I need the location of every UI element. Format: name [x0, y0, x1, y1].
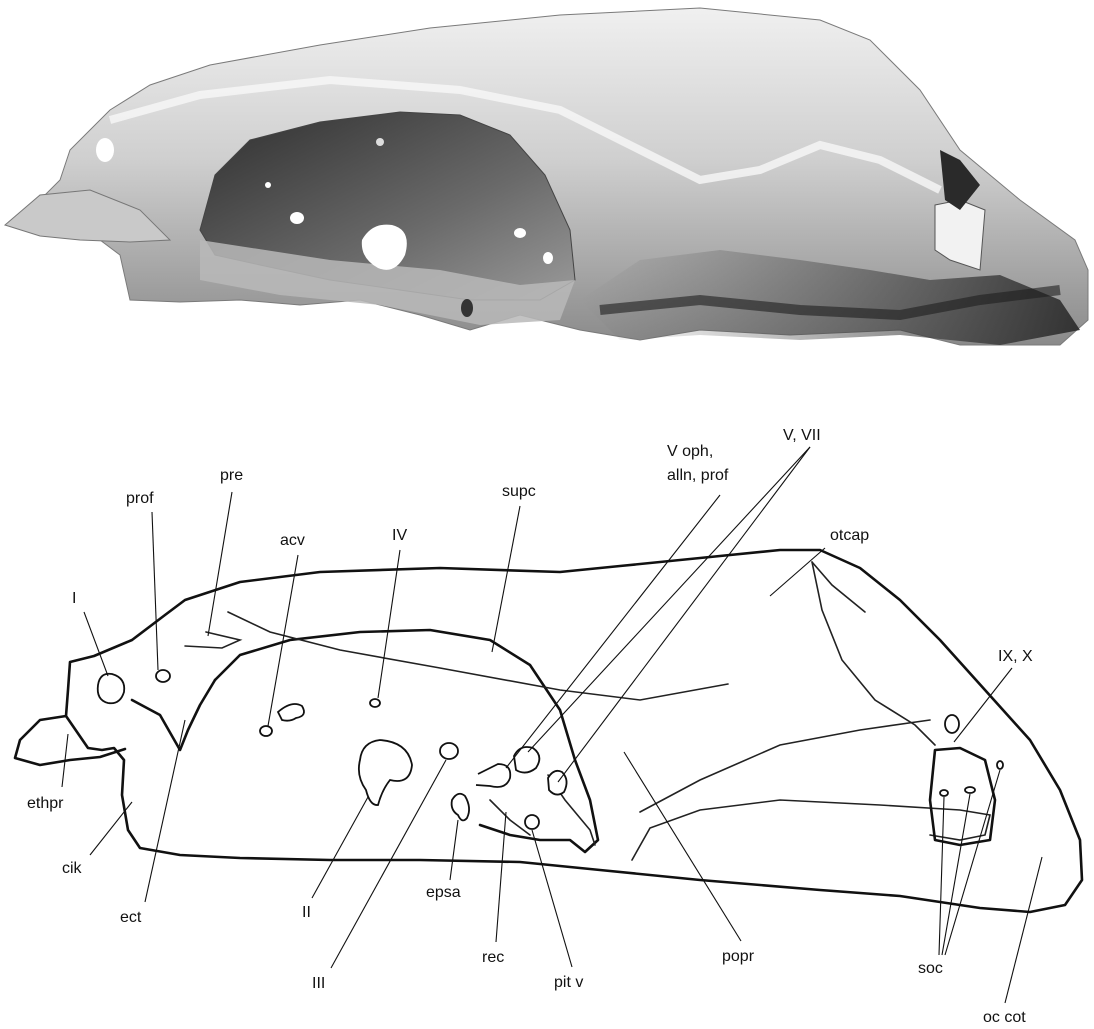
label-prof: prof — [126, 490, 154, 507]
line-preorbital — [185, 632, 240, 648]
foramen-prof — [156, 670, 170, 682]
outline-orbit — [215, 630, 598, 852]
leader-II — [312, 797, 368, 898]
foramen-IV — [370, 699, 380, 707]
foramen-soc-2 — [965, 787, 975, 793]
foramen-I — [98, 674, 125, 704]
leader-ect — [145, 720, 185, 902]
leader-v-vii-b — [558, 447, 810, 782]
line-otic-upper — [812, 562, 865, 612]
leader-otcap — [770, 548, 825, 596]
label-epsa: epsa — [426, 884, 461, 901]
leader-prof — [152, 512, 158, 670]
leader-ix-x — [954, 668, 1012, 742]
label-II: II — [302, 904, 311, 921]
leader-v-oph — [506, 495, 720, 768]
label-v-oph-line1: V oph, — [667, 443, 713, 460]
foramen-V-VII-upper — [514, 747, 539, 773]
leader-pre — [208, 492, 232, 636]
label-soc: soc — [918, 960, 943, 977]
label-ect: ect — [120, 909, 142, 926]
outline-ectethmoid — [132, 680, 215, 750]
render-foramen-small-5 — [461, 299, 473, 317]
foramen-acv — [260, 726, 272, 736]
leader-soc-2 — [942, 794, 970, 955]
label-v-oph-line2: alln, prof — [667, 467, 729, 484]
label-rec: rec — [482, 949, 504, 966]
label-oc-cot: oc cot — [983, 1009, 1026, 1026]
label-pit-v: pit v — [554, 974, 583, 991]
label-ix-x: IX, X — [998, 648, 1033, 665]
label-popr: popr — [722, 948, 755, 965]
label-I: I — [72, 590, 76, 607]
foramen-epsa — [452, 794, 469, 821]
label-ethpr: ethpr — [27, 795, 64, 812]
label-cik: cik — [62, 860, 83, 877]
foramen-IX-X — [945, 715, 959, 733]
render-foramen-small-6 — [543, 252, 553, 264]
line-otic-crest — [812, 562, 935, 745]
foramen-V-oph — [476, 764, 510, 787]
render-foramen-small-2 — [265, 182, 271, 188]
foramen-small-orbit — [278, 704, 304, 721]
leader-soc-1 — [939, 797, 944, 955]
render-foramen-anterior — [96, 138, 114, 162]
leader-v-vii-a — [528, 447, 810, 752]
render-foramen-small-3 — [376, 138, 384, 146]
skull-render — [5, 8, 1088, 345]
leader-III — [331, 760, 446, 968]
label-v-vii: V, VII — [783, 427, 821, 444]
label-otcap: otcap — [830, 527, 869, 544]
foramen-soc-1 — [940, 790, 948, 796]
line-postorbital-ridge — [640, 720, 930, 812]
leader-popr — [624, 752, 741, 941]
leader-pit-v — [532, 830, 572, 967]
label-IV: IV — [392, 527, 407, 544]
foramen-II — [359, 740, 412, 805]
label-III: III — [312, 975, 325, 992]
outline-skull — [66, 550, 1082, 912]
label-pre: pre — [220, 467, 243, 484]
label-supc: supc — [502, 483, 536, 500]
leader-oc-cot — [1005, 857, 1042, 1003]
render-foramen-small-1 — [290, 212, 304, 224]
foramen-soc-3 — [997, 761, 1003, 769]
render-foramen-small-4 — [514, 228, 526, 238]
skull-drawing: I prof pre acv IV supc V oph, alln, prof… — [15, 427, 1082, 1026]
leader-supc — [492, 506, 520, 652]
foramen-pit-v — [525, 815, 539, 829]
label-acv: acv — [280, 532, 305, 549]
leader-epsa — [450, 820, 458, 880]
leader-I — [84, 612, 108, 676]
outline-otic-notch — [930, 748, 995, 845]
leader-cik — [90, 802, 132, 855]
leader-IV — [378, 550, 400, 698]
leader-soc-3 — [945, 770, 1000, 955]
foramen-III — [440, 743, 458, 759]
